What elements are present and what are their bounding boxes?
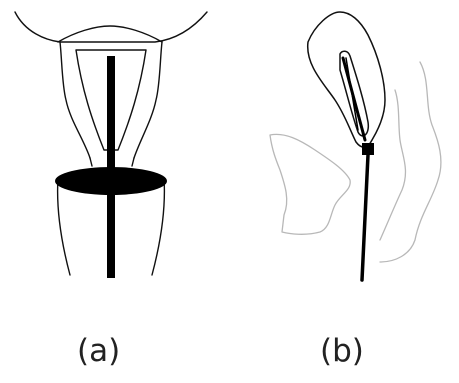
panel-b-device-collar <box>362 143 374 155</box>
panel-b-device-arm-inner <box>346 58 358 130</box>
panel-a-label: (a) <box>77 333 120 369</box>
panel-b-device <box>343 58 374 280</box>
panel-b-label: (b) <box>320 333 364 369</box>
panel-b-surrounding-organs <box>270 62 441 262</box>
panel-b-device-shaft <box>362 155 368 280</box>
panel-b-uterus <box>308 12 385 147</box>
panel-a-top-outline <box>15 12 207 42</box>
panel-b-bladder-outline <box>270 134 350 234</box>
panel-b-uterus-outline <box>308 12 385 147</box>
panel-b-rectum-outline <box>380 62 441 262</box>
panel-a-fundus <box>58 26 162 42</box>
panel-a-rod <box>107 56 115 278</box>
